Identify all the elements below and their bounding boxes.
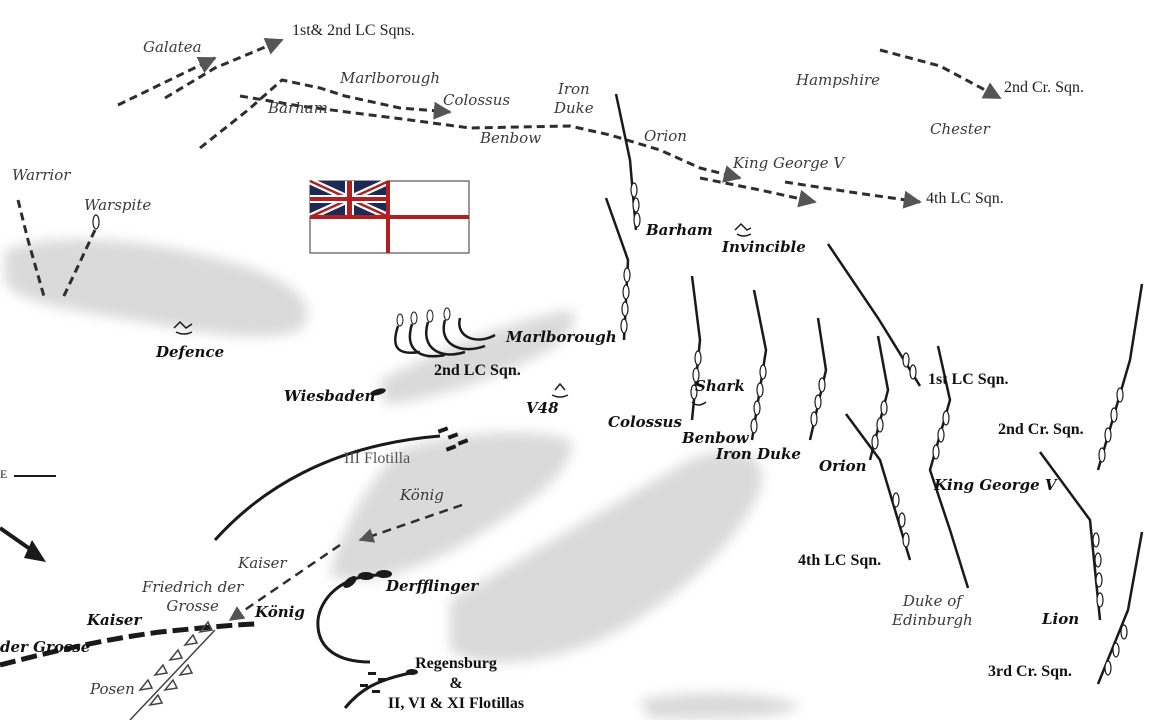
label-friedrich-track-line1: Friedrich der — [142, 578, 244, 596]
wiesbaden-ship — [370, 388, 386, 396]
column-iron-duke-upper — [614, 93, 638, 231]
derfflinger-ships — [343, 570, 392, 588]
label-kaiser-track: Kaiser — [238, 554, 287, 572]
label-iron-duke-line2: Duke — [554, 99, 594, 117]
label-chester: Chester — [930, 120, 990, 138]
ensign-flag-icon — [308, 177, 470, 254]
label-orion-upper: Orion — [644, 127, 687, 145]
label-wiesbaden: Wiesbaden — [284, 387, 376, 405]
label-1st-lc-sqn: 1st LC Sqn. — [928, 371, 1009, 388]
sinking-ship-icon — [173, 222, 752, 406]
galatea-track — [117, 56, 217, 107]
column-3rd-cr — [1096, 531, 1144, 685]
label-orion-lower: Orion — [819, 457, 867, 475]
label-regensburg: Regensburg — [415, 655, 497, 672]
column-lion — [1038, 451, 1102, 621]
label-duke-of-edinburgh-line2: Edinburgh — [892, 611, 973, 629]
label-1st-2nd-lc-sqns: 1st& 2nd LC Sqns. — [292, 22, 415, 39]
derfflinger-track — [316, 573, 381, 664]
battlefleet-track-2 — [239, 94, 742, 183]
label-2nd-cr-sqn-upper: 2nd Cr. Sqn. — [1004, 79, 1085, 96]
label-iii-flotilla: III Flotilla — [344, 450, 411, 467]
destroyer-flotilla — [394, 317, 496, 358]
label-2nd-cr-sqn-lower: 2nd Cr. Sqn. — [998, 421, 1084, 438]
label-barham-lower: Barham — [646, 221, 713, 239]
german-battleline — [0, 621, 256, 668]
label-4th-lc-sqn-lower: 4th LC Sqn. — [798, 552, 882, 569]
label-benbow-lower: Benbow — [682, 429, 749, 447]
label-warrior: Warrior — [12, 166, 71, 184]
label-regensburg-group: Regensburg & II, VI & XI Flotillas — [386, 656, 526, 712]
flotilla-ships — [396, 307, 451, 327]
column-4th-lc — [844, 413, 912, 561]
german-destroyer-screen — [129, 620, 216, 720]
label-derfflinger: Derfflinger — [386, 577, 479, 595]
label-colossus-lower: Colossus — [608, 413, 682, 431]
label-duke-of-edinburgh: Duke of Edinburgh — [892, 594, 973, 628]
label-friedrich-track-line2: Grosse — [166, 597, 219, 615]
column-2nd-cr — [1096, 283, 1144, 471]
label-colossus-upper: Colossus — [443, 91, 511, 109]
regensburg-track — [343, 670, 416, 709]
ship-chains — [92, 182, 1128, 676]
label-friedrich-der-grosse: der Grosse — [0, 638, 91, 656]
hampshire-track — [879, 48, 1002, 100]
label-iron-duke-upper: Iron Duke — [554, 82, 594, 116]
lc-sqns-track — [164, 37, 284, 100]
label-barham-upper: Barham — [268, 99, 328, 117]
column-king-george-v — [928, 345, 970, 589]
label-shark: Shark — [695, 377, 745, 395]
warrior-track — [16, 199, 47, 301]
label-invincible: Invincible — [722, 238, 806, 256]
battlefleet-track — [199, 78, 452, 150]
label-ampersand: & — [449, 675, 463, 692]
lc4-track — [784, 180, 922, 209]
label-king-george-v-lower: King George V — [934, 476, 1057, 494]
label-hampshire: Hampshire — [796, 71, 881, 89]
label-king-george-v-upper: King George V — [733, 154, 845, 172]
label-warspite: Warspite — [84, 196, 152, 214]
battlefleet-track-3 — [699, 176, 817, 208]
regensburg-flotilla — [360, 669, 418, 693]
german-dashed-tracks — [228, 503, 463, 622]
label-lion: Lion — [1042, 610, 1080, 628]
direction-arrow-icon — [0, 526, 46, 562]
label-posen: Posen — [90, 680, 135, 698]
label-3rd-cr-sqn: 3rd Cr. Sqn. — [988, 663, 1072, 680]
label-2nd-lc-sqn: 2nd LC Sqn. — [434, 362, 521, 379]
label-konig-track: König — [400, 486, 444, 504]
label-iron-duke-line1: Iron — [557, 80, 590, 98]
label-benbow-upper: Benbow — [480, 129, 542, 147]
label-galatea: Galatea — [143, 38, 202, 56]
label-defence: Defence — [156, 343, 225, 361]
british-cruising-tracks — [16, 37, 1002, 301]
label-flotillas: II, VI & XI Flotillas — [387, 695, 525, 712]
british-battle-columns — [604, 93, 1144, 685]
label-4th-lc-sqn-upper: 4th LC Sqn. — [926, 190, 1004, 207]
label-marlborough-upper: Marlborough — [340, 69, 441, 87]
label-marlborough-lower: Marlborough — [506, 328, 617, 346]
iii-flotilla-ships — [437, 426, 469, 452]
label-kaiser: Kaiser — [87, 611, 142, 629]
label-iron-duke-lower: Iron Duke — [716, 445, 801, 463]
edge-marker-label: E — [0, 467, 8, 481]
smoke-clouds — [5, 239, 800, 719]
iii-flotilla-track — [213, 434, 441, 542]
label-v48: V48 — [526, 399, 559, 417]
label-friedrich-track: Friedrich der Grosse — [142, 580, 243, 614]
label-duke-of-edinburgh-line1: Duke of — [902, 592, 962, 610]
label-konig: König — [255, 603, 305, 621]
